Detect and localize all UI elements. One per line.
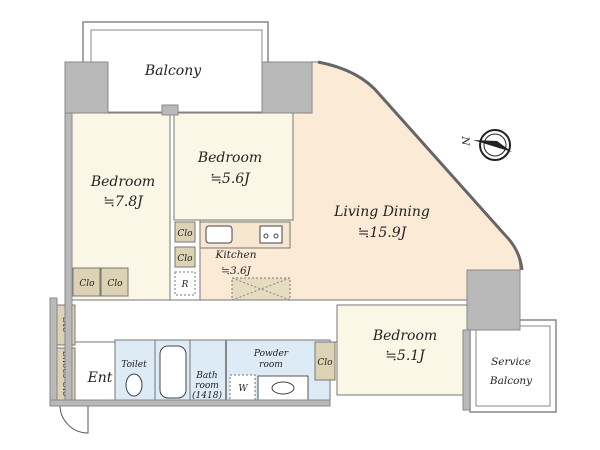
- service-balcony: Service Balcony: [469, 319, 557, 413]
- bedroom-3-label: Bedroom: [372, 328, 437, 344]
- bath-line3: (1418): [192, 390, 222, 401]
- toilet-label: Toilet: [121, 360, 147, 370]
- closet: [72, 267, 101, 297]
- stove-icon: [259, 225, 283, 244]
- toilet-icon: [125, 373, 143, 397]
- closet-label: Clo: [177, 254, 193, 264]
- closet: [174, 221, 196, 243]
- kitchen-area: ≒3.6J: [221, 265, 251, 277]
- bath-line2: room: [195, 381, 219, 391]
- fridge-space: [174, 271, 196, 296]
- closet: [174, 246, 196, 268]
- service-balcony-line2: Balcony: [489, 375, 533, 387]
- washer-label: W: [238, 384, 248, 394]
- compass-icon: N: [459, 129, 512, 161]
- bath-line1: Bath: [195, 371, 217, 381]
- closet-label: Clo: [79, 279, 95, 289]
- entrance-label: Ent: [87, 370, 113, 386]
- closet-label: Clo: [317, 358, 333, 368]
- washer-space: [229, 374, 256, 401]
- closet-label: Clo: [107, 279, 123, 289]
- closet: [314, 341, 336, 381]
- balcony: Balcony: [82, 21, 269, 113]
- bedroom-2-area: ≒5.6J: [210, 171, 251, 187]
- bedroom-1-area: ≒7.8J: [103, 194, 144, 210]
- sink-icon: [205, 225, 233, 244]
- bathtub-icon: [159, 345, 187, 399]
- compass-north-label: N: [459, 135, 471, 146]
- walls: [49, 61, 521, 411]
- powder-line2: room: [259, 360, 283, 370]
- bedroom-2-label: Bedroom: [197, 150, 262, 166]
- powder-line1: Powder: [253, 349, 289, 359]
- basin-icon: [271, 381, 295, 395]
- fridge-label: R: [181, 280, 189, 290]
- living-area: ≒15.9J: [358, 225, 408, 241]
- service-balcony-line1: Service: [491, 356, 531, 368]
- kitchen: Kitchen ≒3.6J: [199, 221, 291, 301]
- bedroom-2: [173, 112, 294, 221]
- living-label: Living Dining: [333, 204, 430, 220]
- kitchen-label: Kitchen: [214, 249, 256, 261]
- closet: [100, 267, 129, 297]
- balcony-label: Balcony: [144, 63, 202, 79]
- closet-label: Clo: [177, 229, 193, 239]
- bedroom-1-label: Bedroom: [90, 174, 155, 190]
- entrance-door: [59, 404, 89, 434]
- bedroom-3: [336, 304, 468, 396]
- bedroom-3-area: ≒5.1J: [385, 348, 426, 364]
